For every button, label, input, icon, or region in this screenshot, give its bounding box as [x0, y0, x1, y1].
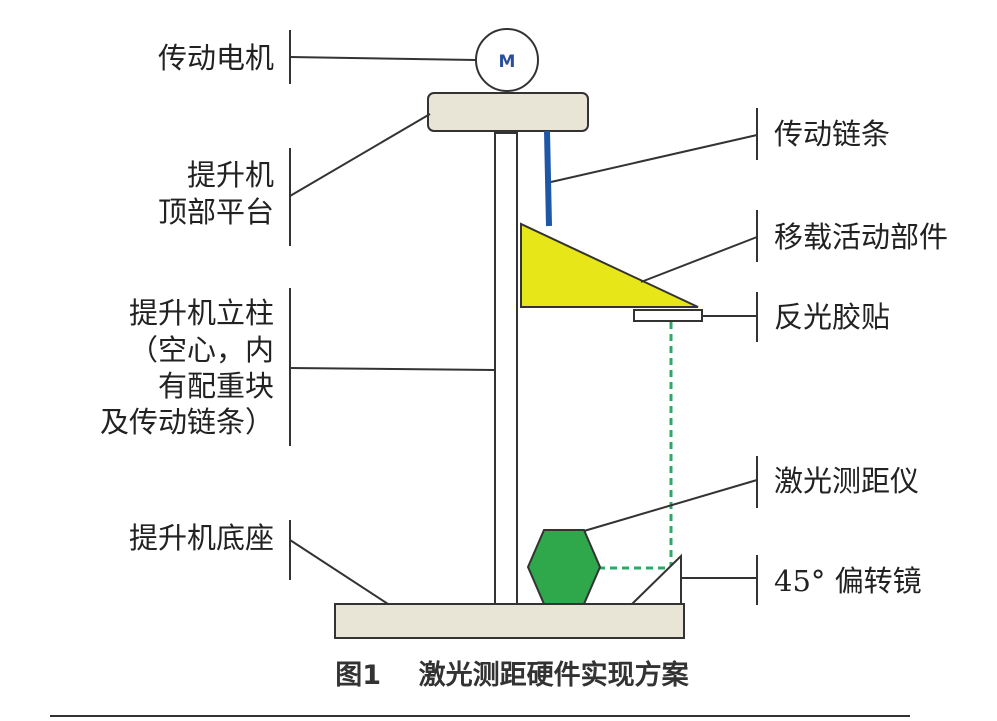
label-chain: 传动链条 — [774, 117, 890, 151]
label-column-line2: （空心，内 — [129, 333, 274, 367]
label-mirror: 45° 偏转镜 — [774, 564, 922, 598]
hoist-base — [334, 603, 685, 639]
label-base: 提升机底座 — [129, 521, 274, 555]
motor-letter: M — [499, 52, 516, 72]
label-carrier: 移载活动部件 — [774, 220, 948, 254]
leader-base — [289, 539, 389, 605]
label-column-line1: 提升机立柱 — [129, 296, 274, 330]
label-top-platform-line2: 顶部平台 — [158, 195, 274, 229]
label-column-line4: 及传动链条） — [100, 405, 274, 439]
label-top-platform-line1: 提升机 — [187, 158, 274, 192]
figure-caption: 图1 激光测距硬件实现方案 — [335, 659, 689, 691]
hoist-column — [494, 132, 518, 605]
reflector-sticker — [633, 309, 703, 322]
carrier-wedge — [520, 222, 699, 308]
label-motor: 传动电机 — [158, 41, 274, 75]
label-rangefinder: 激光测距仪 — [774, 464, 919, 498]
leader-chain — [550, 134, 758, 183]
top-platform — [427, 92, 589, 132]
label-column-line3: 有配重块 — [158, 369, 274, 403]
label-reflector: 反光胶贴 — [774, 300, 890, 334]
laser-rangefinder — [526, 529, 602, 605]
drive-chain — [544, 130, 552, 227]
leader-top-platform — [289, 113, 431, 197]
leader-column — [289, 367, 496, 371]
deflection-mirror — [629, 553, 682, 605]
leader-carrier — [640, 236, 758, 283]
leader-rangefinder — [583, 479, 758, 532]
leader-motor — [289, 56, 477, 61]
